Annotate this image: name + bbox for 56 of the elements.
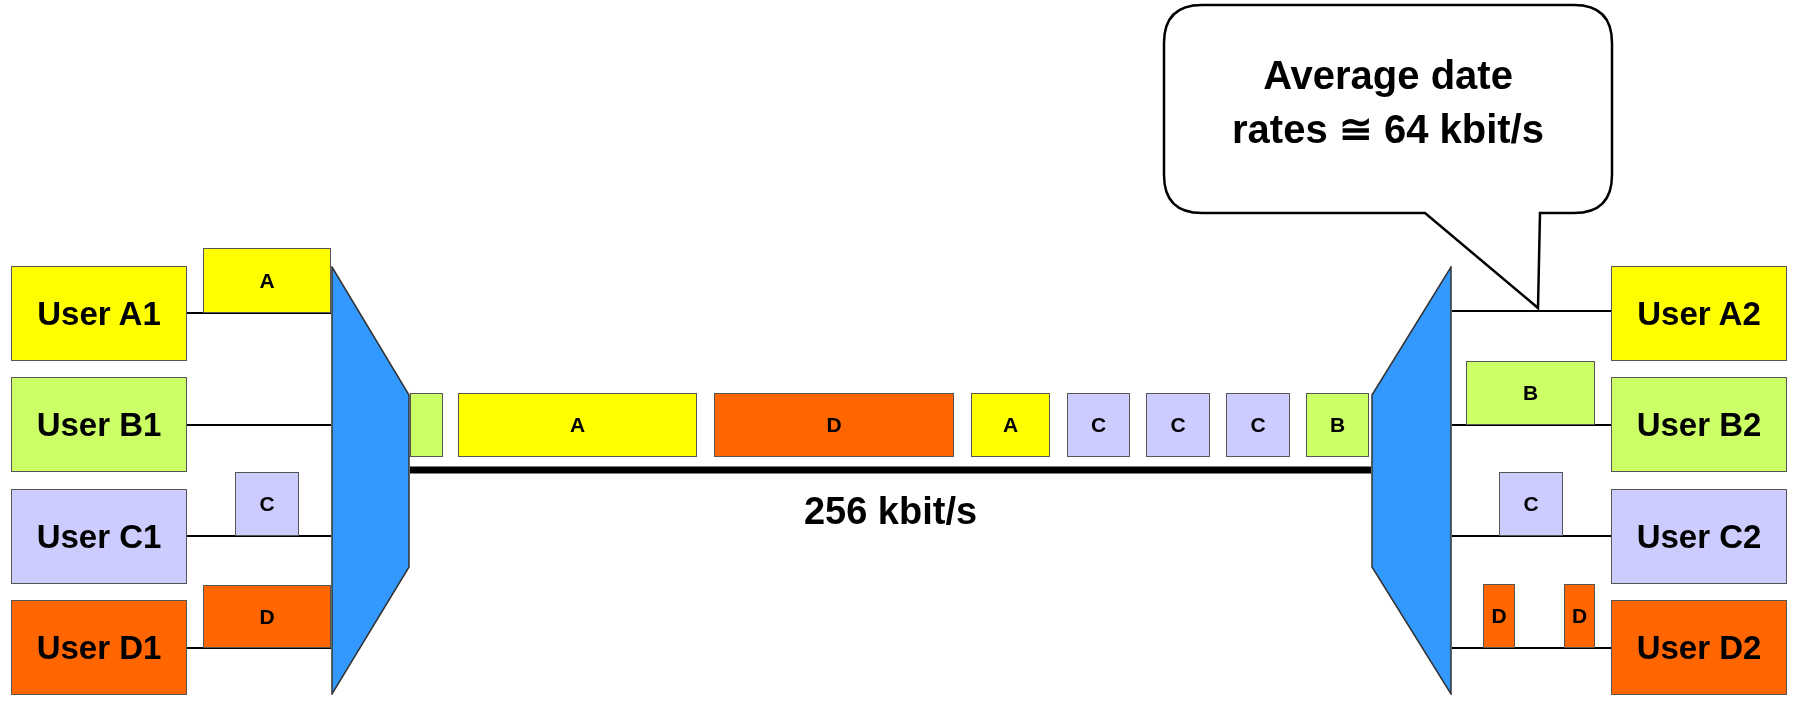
packet-box xyxy=(203,248,331,313)
connector-line xyxy=(186,535,332,537)
multiplexer-shape xyxy=(331,266,410,695)
packet-box xyxy=(410,393,443,457)
packet-box xyxy=(1499,472,1563,536)
connector-line xyxy=(410,466,1371,474)
user-label: User A2 xyxy=(1637,294,1761,333)
packet-box xyxy=(1483,584,1515,648)
packet-label: A xyxy=(569,413,586,437)
user-label: User D1 xyxy=(36,628,162,667)
packet-label: C xyxy=(1523,492,1539,516)
packet-label: D xyxy=(259,604,275,629)
user-label: User D2 xyxy=(1636,628,1762,667)
user-box xyxy=(11,377,187,472)
packet-box xyxy=(971,393,1050,457)
packet-label: D xyxy=(826,413,842,437)
user-label: User A1 xyxy=(37,294,161,333)
user-box xyxy=(1611,377,1787,472)
connector-line xyxy=(1451,424,1612,426)
user-box xyxy=(1611,489,1787,584)
user-box xyxy=(1611,600,1787,695)
demultiplexer-shape xyxy=(1371,266,1452,695)
packet-box xyxy=(458,393,697,457)
packet-box xyxy=(1067,393,1130,457)
packet-label: D xyxy=(1571,604,1588,628)
connector-line xyxy=(1451,310,1612,312)
packet-box xyxy=(1466,361,1595,425)
packet-box xyxy=(1306,393,1369,457)
callout-text: Average date rates ≅ 64 kbit/s xyxy=(1231,52,1545,153)
packet-label: B xyxy=(1522,381,1539,405)
packet-label: C xyxy=(259,492,275,516)
packet-label: C xyxy=(1170,413,1186,437)
packet-box xyxy=(1564,584,1595,648)
packet-label: D xyxy=(1491,604,1507,628)
user-box xyxy=(11,489,187,584)
packet-label: C xyxy=(1250,413,1266,437)
user-box xyxy=(11,266,187,361)
user-label: User B2 xyxy=(1636,405,1762,444)
connector-line xyxy=(186,424,332,426)
packet-label: C xyxy=(1090,413,1107,437)
packet-box xyxy=(1226,393,1290,457)
packet-label: B xyxy=(1329,413,1346,437)
packet-label: A xyxy=(259,268,275,293)
user-label: User C1 xyxy=(36,517,162,556)
connector-line xyxy=(1451,647,1612,649)
packet-box xyxy=(235,472,299,536)
packet-box xyxy=(1146,393,1210,457)
packet-box xyxy=(203,585,331,648)
user-label: User C2 xyxy=(1636,517,1762,556)
user-box xyxy=(1611,266,1787,361)
packet-label: A xyxy=(1002,413,1019,437)
connector-line xyxy=(1451,535,1612,537)
speech-bubble xyxy=(1162,3,1614,311)
user-label: User B1 xyxy=(36,405,162,444)
user-box xyxy=(11,600,187,695)
packet-box xyxy=(714,393,954,457)
